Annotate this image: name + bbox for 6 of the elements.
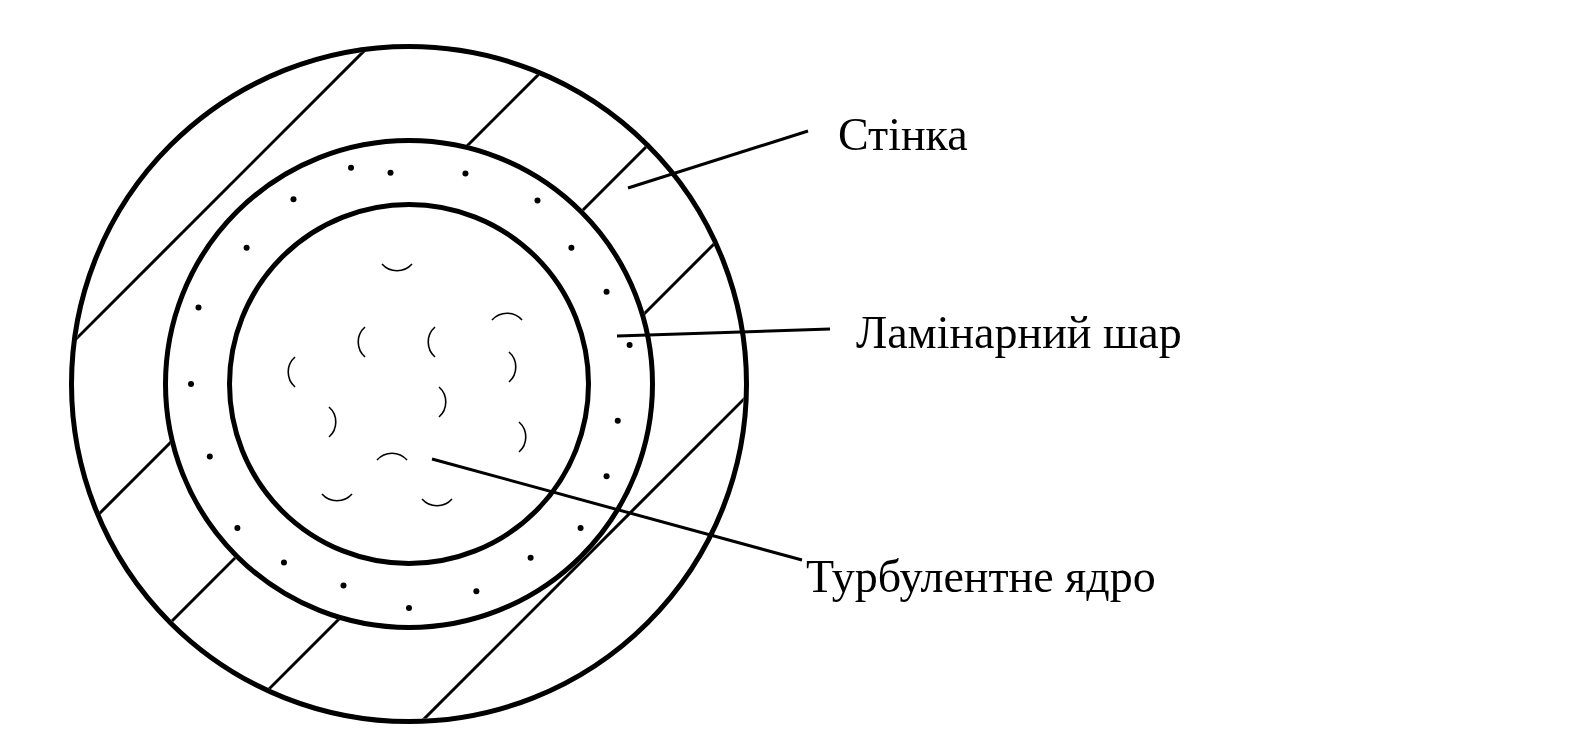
- leader-line: [627, 129, 809, 190]
- part-label: Турбулентне ядро: [806, 552, 1156, 603]
- part-label: Стінка: [838, 110, 968, 161]
- part-label: Ламінарний шар: [856, 308, 1182, 359]
- leader-line: [431, 457, 803, 562]
- leader-line: [616, 327, 831, 338]
